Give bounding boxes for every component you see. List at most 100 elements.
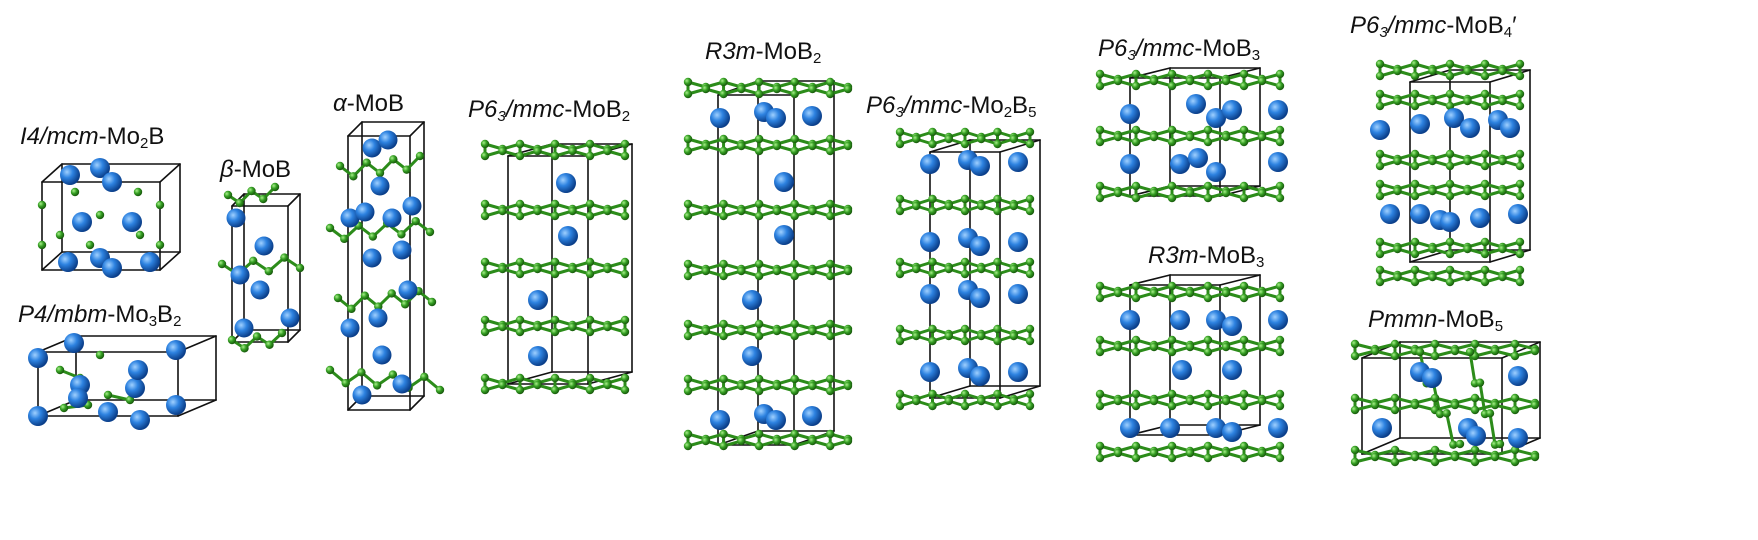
b-atom xyxy=(1167,125,1177,135)
b-atom xyxy=(895,206,905,216)
b-atom xyxy=(550,151,560,161)
b-atom xyxy=(1203,401,1213,411)
b-atom xyxy=(1463,66,1472,76)
b-atom xyxy=(603,380,612,390)
b-atom xyxy=(1350,393,1360,403)
mo-atom xyxy=(1470,208,1490,228)
b-atom xyxy=(425,227,435,237)
b-atom xyxy=(808,141,817,151)
b-atom xyxy=(1510,405,1520,415)
b-atom xyxy=(620,199,630,209)
mo-atom xyxy=(368,308,388,328)
b-atom xyxy=(37,240,47,250)
b-atom xyxy=(1009,331,1018,341)
b-atom xyxy=(754,374,764,384)
b-atom xyxy=(826,441,835,451)
b-atom xyxy=(1203,125,1213,135)
b-atom xyxy=(1275,293,1285,303)
b-atom xyxy=(1428,96,1437,106)
b-atom xyxy=(1149,396,1159,406)
b-atom xyxy=(790,199,799,209)
b-atom xyxy=(843,266,853,276)
b-atom xyxy=(372,381,382,390)
mo-atom xyxy=(1268,152,1288,172)
b-atom xyxy=(754,429,764,439)
b-atom xyxy=(826,331,835,341)
b-atom xyxy=(1375,249,1385,259)
b-atom xyxy=(1498,96,1507,106)
mo-atom xyxy=(1268,310,1288,330)
mo-atom xyxy=(1008,232,1028,252)
b-atom xyxy=(683,319,693,329)
b-atom xyxy=(1275,125,1285,135)
b-atom xyxy=(928,257,937,267)
b-atom xyxy=(498,322,507,332)
b-atom xyxy=(843,84,853,94)
mo-atom xyxy=(1222,422,1242,442)
b-atom xyxy=(826,211,835,221)
mo-atom xyxy=(90,158,110,178)
b-atom xyxy=(1095,125,1105,135)
b-atom xyxy=(375,168,385,178)
b-atom xyxy=(240,344,249,353)
b-atom xyxy=(895,139,905,149)
b-atom xyxy=(550,327,560,337)
b-atom xyxy=(719,429,728,439)
b-atom xyxy=(1131,181,1141,191)
unit-cell-edge xyxy=(507,371,553,385)
b-atom xyxy=(1475,378,1485,387)
b-atom xyxy=(620,139,630,149)
b-atom xyxy=(1480,191,1490,201)
mo-atom xyxy=(98,402,118,422)
b-atom xyxy=(1095,81,1105,91)
mo-atom xyxy=(970,156,990,176)
b-atom xyxy=(1470,405,1480,415)
b-atom xyxy=(515,211,525,221)
b-atom xyxy=(1167,453,1177,463)
unit-cell-edge xyxy=(287,193,301,207)
unit-cell-edge xyxy=(409,395,425,411)
b-atom xyxy=(1445,249,1455,259)
mo-atom xyxy=(970,366,990,386)
b-atom xyxy=(1530,400,1540,410)
mo-atom xyxy=(102,172,122,192)
b-atom xyxy=(1239,69,1249,79)
mo-atom xyxy=(1422,368,1442,388)
mo-atom xyxy=(710,108,730,128)
b-atom xyxy=(515,327,525,337)
b-atom xyxy=(843,436,853,446)
b-atom xyxy=(719,319,728,329)
b-atom xyxy=(1350,457,1360,467)
b-b-bond xyxy=(1478,381,1487,416)
b-atom xyxy=(388,370,398,379)
b-atom xyxy=(387,289,396,298)
b-atom xyxy=(1275,69,1285,79)
b-atom xyxy=(1185,288,1195,298)
b-atom xyxy=(1167,137,1177,147)
b-atom xyxy=(1485,409,1495,418)
b-atom xyxy=(1095,441,1105,451)
b-atom xyxy=(1470,457,1480,467)
b-atom xyxy=(1167,347,1177,357)
b-atom xyxy=(1410,149,1420,159)
b-atom xyxy=(1428,244,1437,254)
b-atom xyxy=(826,271,835,281)
b-atom xyxy=(683,89,693,99)
b-atom xyxy=(1390,339,1400,349)
mo-atom xyxy=(1206,108,1226,128)
b-atom xyxy=(480,373,490,383)
b-atom xyxy=(368,232,378,241)
b-atom xyxy=(1445,179,1455,189)
b-atom xyxy=(754,271,764,281)
b-atom xyxy=(1350,445,1360,455)
b-atom xyxy=(1428,272,1437,282)
b-atom xyxy=(1149,76,1159,86)
label-p63mmc-mob2: P63/mmc-MoB2 xyxy=(468,96,631,125)
b-atom xyxy=(1221,188,1231,198)
b-atom xyxy=(790,146,799,156)
mo-atom xyxy=(352,385,372,405)
b-atom xyxy=(247,186,256,196)
b-atom xyxy=(498,206,507,216)
b-atom xyxy=(1480,101,1490,111)
b-atom xyxy=(135,230,145,240)
